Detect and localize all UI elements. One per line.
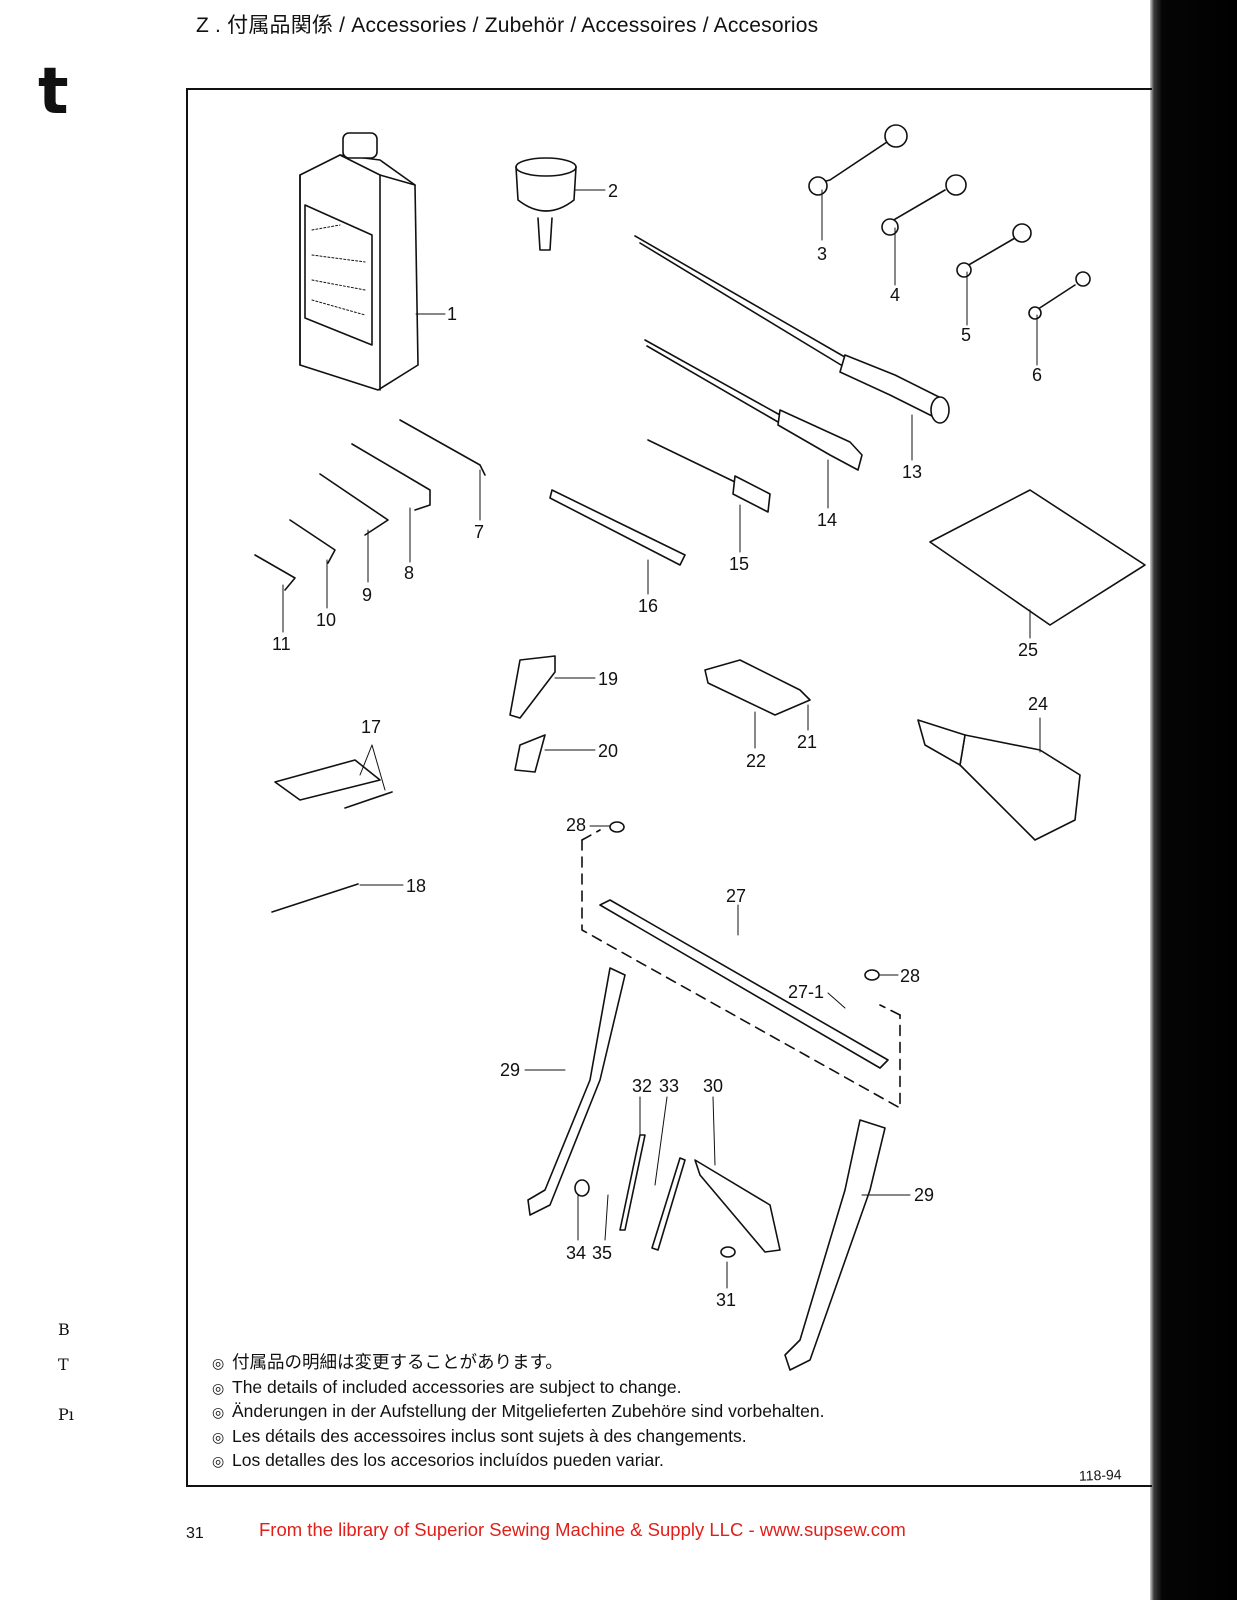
callout-7: 7 bbox=[474, 522, 484, 542]
callout-29-left: 29 bbox=[500, 1060, 520, 1080]
margin-letter: t bbox=[38, 55, 69, 129]
callout-2: 2 bbox=[608, 181, 618, 201]
callout-17: 17 bbox=[361, 717, 381, 737]
callout-18: 18 bbox=[406, 876, 426, 896]
callout-4: 4 bbox=[890, 285, 900, 305]
callout-31: 31 bbox=[716, 1290, 736, 1310]
callout-5: 5 bbox=[961, 325, 971, 345]
callout-28-right: 28 bbox=[900, 966, 920, 986]
note-marker-icon: ◎ bbox=[212, 1405, 225, 1421]
callout-33: 33 bbox=[659, 1076, 679, 1096]
callout-13: 13 bbox=[902, 462, 922, 482]
note-marker-icon: ◎ bbox=[212, 1429, 225, 1446]
callout-6: 6 bbox=[1032, 365, 1042, 385]
callout-9: 9 bbox=[362, 585, 372, 605]
document-id: 118-94 bbox=[1078, 1466, 1122, 1484]
callout-16: 16 bbox=[638, 596, 658, 616]
leader-lines bbox=[282, 189, 1041, 1289]
callout-35: 35 bbox=[592, 1243, 612, 1263]
callout-21: 21 bbox=[797, 732, 817, 752]
needle-pack-icon bbox=[274, 759, 381, 801]
note-es: ◎Los detalles des los accesorios incluíd… bbox=[212, 1449, 824, 1474]
margin-mark-b: B bbox=[58, 1320, 70, 1339]
screw-31-icon bbox=[720, 1246, 736, 1258]
margin-mark-p: Pı bbox=[58, 1405, 74, 1424]
callout-10: 10 bbox=[316, 610, 336, 630]
note-marker-icon: ◎ bbox=[212, 1380, 225, 1397]
callout-25: 25 bbox=[1018, 640, 1038, 660]
nut-34-icon bbox=[574, 1179, 590, 1197]
screw-28-right-icon bbox=[864, 969, 880, 981]
callout-30: 30 bbox=[703, 1076, 723, 1096]
callout-8: 8 bbox=[404, 563, 414, 583]
callout-22: 22 bbox=[746, 751, 766, 771]
footer-credit: From the library of Superior Sewing Mach… bbox=[259, 1519, 906, 1540]
notes-list: ◎付属品の明細は変更することがあります。 ◎The details of inc… bbox=[212, 1351, 824, 1474]
tweezers-icon bbox=[549, 489, 686, 566]
callout-14: 14 bbox=[817, 510, 837, 530]
leg-bracket-29-right bbox=[784, 1119, 886, 1371]
screwdriver-icon bbox=[634, 235, 950, 513]
callout-27: 27 bbox=[726, 886, 746, 906]
wrench-icon bbox=[808, 124, 1091, 320]
callout-11: 11 bbox=[272, 634, 291, 654]
screw-28-top-icon bbox=[609, 821, 625, 833]
note-marker-icon: ◎ bbox=[212, 1454, 225, 1470]
callout-34: 34 bbox=[566, 1243, 586, 1263]
page-title: Z . 付属品関係 / Accessories / Zubehör / Acce… bbox=[196, 14, 819, 37]
note-de: ◎Änderungen in der Aufstellung der Mitge… bbox=[212, 1400, 824, 1425]
hex-key-icon bbox=[254, 419, 486, 591]
callout-labels: 1 2 3 4 5 6 7 8 9 10 11 13 14 15 16 17 1… bbox=[272, 181, 1048, 1310]
note-fr: ◎Les détails des accessoires inclus sont… bbox=[212, 1425, 824, 1450]
funnel-icon bbox=[515, 157, 577, 251]
diagram-frame bbox=[186, 88, 1152, 1487]
callout-19: 19 bbox=[598, 669, 618, 689]
callout-1: 1 bbox=[447, 304, 457, 324]
leg-bracket-29-left bbox=[527, 967, 626, 1216]
callout-27-1: 27-1 bbox=[788, 982, 824, 1002]
manual-icon bbox=[929, 489, 1146, 626]
note-marker-icon: ◎ bbox=[212, 1356, 225, 1372]
page-number: 31 bbox=[186, 1525, 204, 1542]
callout-3: 3 bbox=[817, 244, 827, 264]
callout-24: 24 bbox=[1028, 694, 1048, 714]
note-ja: ◎付属品の明細は変更することがあります。 bbox=[212, 1351, 824, 1376]
needle-18-icon bbox=[271, 883, 359, 913]
plate-part-20 bbox=[514, 734, 546, 773]
bar-part-32-33 bbox=[619, 1134, 686, 1251]
oil-bottle-icon bbox=[299, 132, 419, 391]
bracket-part-30 bbox=[694, 1159, 781, 1253]
bracket-part-19 bbox=[509, 655, 556, 719]
callout-29-right: 29 bbox=[914, 1185, 934, 1205]
callout-15: 15 bbox=[729, 554, 749, 574]
note-en: ◎The details of included accessories are… bbox=[212, 1376, 824, 1401]
book-binding-shadow bbox=[1150, 0, 1237, 1600]
needle-17-icon bbox=[344, 791, 393, 809]
clip-part-21-22 bbox=[704, 659, 811, 716]
rail-bracket-icon bbox=[581, 829, 901, 1109]
callout-20: 20 bbox=[598, 741, 618, 761]
callout-32: 32 bbox=[632, 1076, 652, 1096]
callout-28-top: 28 bbox=[566, 815, 586, 835]
margin-mark-t: T bbox=[58, 1355, 69, 1374]
oiler-bottle-icon bbox=[917, 719, 1081, 841]
